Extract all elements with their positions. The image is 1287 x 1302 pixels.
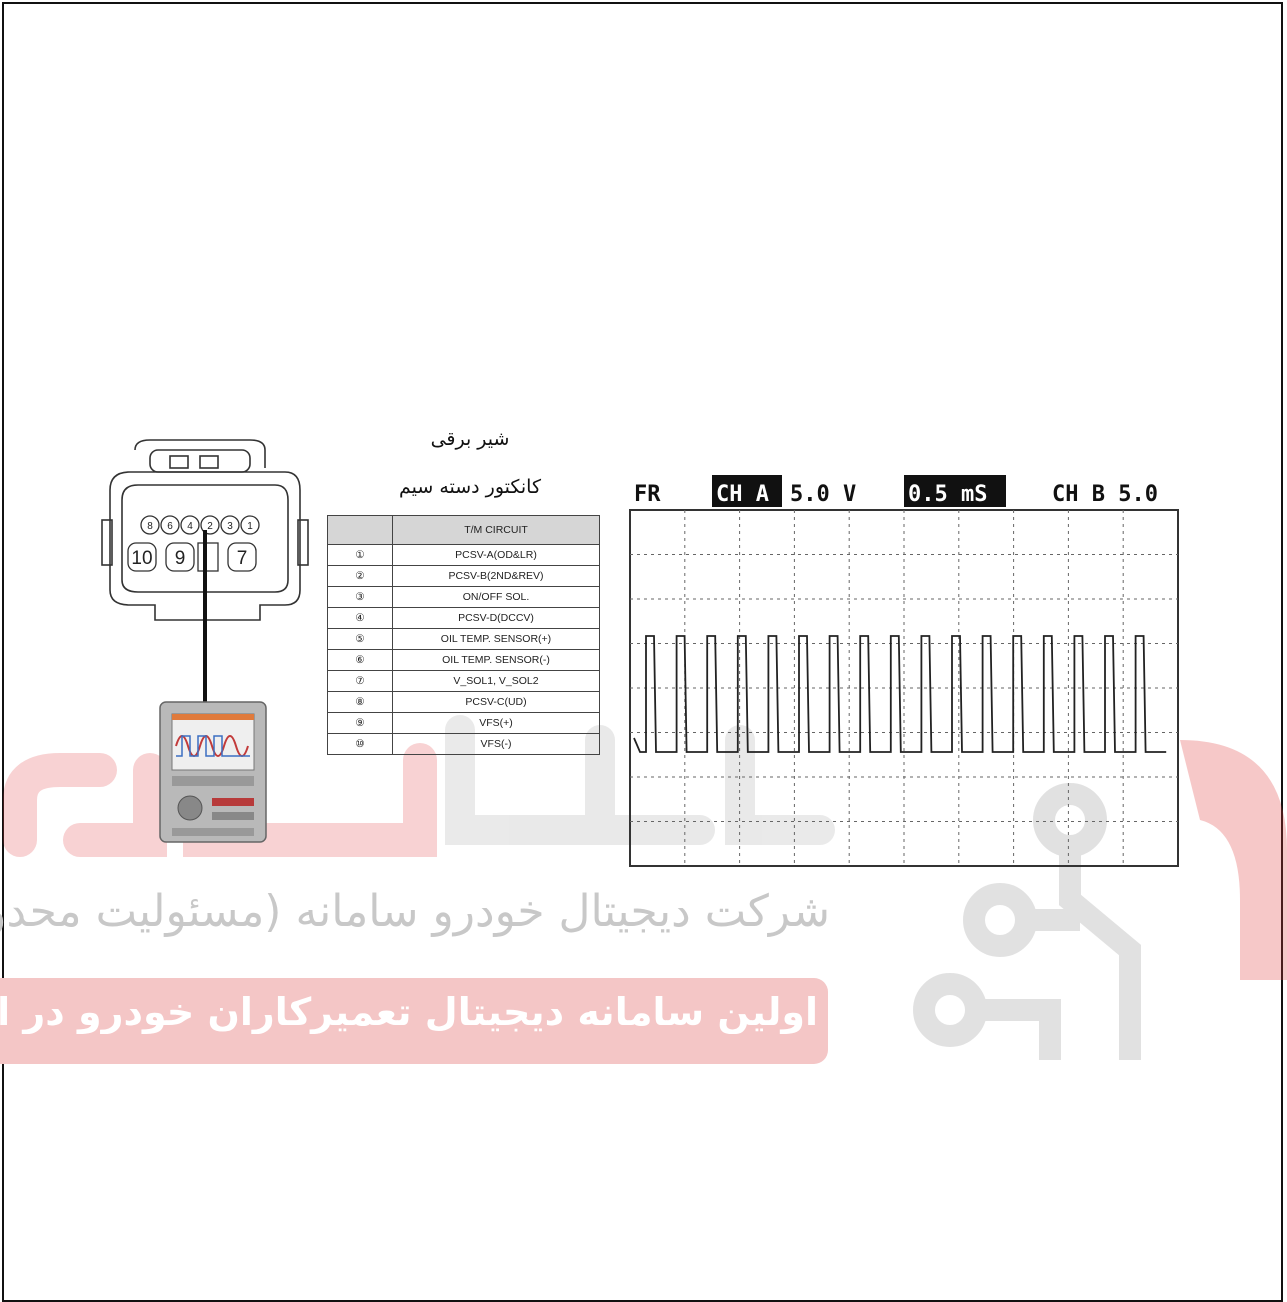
- scope-waveform: [633, 635, 1167, 753]
- pin-number: ②: [327, 565, 393, 587]
- pin-number: ③: [327, 586, 393, 608]
- pin-circuit: ON/OFF SOL.: [392, 586, 600, 608]
- pin-label: 9: [175, 548, 186, 569]
- scope-ch-b-label: CH B 5.0: [1052, 482, 1158, 507]
- pin-label: 10: [131, 548, 152, 569]
- caption-harness-connector: کانکتور دسته سیم: [398, 476, 542, 498]
- pin-circuit: OIL TEMP. SENSOR(+): [392, 628, 600, 650]
- pin-circuit: OIL TEMP. SENSOR(-): [392, 649, 600, 671]
- watermark-band: [0, 978, 828, 1064]
- pin-number: ④: [327, 607, 393, 629]
- time-highlight: [904, 475, 1006, 507]
- pin-label: 3: [227, 521, 233, 532]
- oscilloscope-device-icon: [159, 701, 267, 843]
- pin-number: ⑨: [327, 712, 393, 734]
- pin-circuit: PCSV-B(2ND&REV): [392, 565, 600, 587]
- pin-number: ⑥: [327, 649, 393, 671]
- watermark-company: شرکت دیجیتال خودرو سامانه (مسئولیت محدود…: [0, 886, 830, 937]
- pin-number: ⑤: [327, 628, 393, 650]
- pin-label: 8: [147, 521, 153, 532]
- scope-ch-a-label: CH A: [716, 482, 769, 507]
- pin-circuit: VFS(+): [392, 712, 600, 734]
- pin-label: 6: [167, 521, 173, 532]
- scope-grid: [630, 510, 1178, 866]
- table-header-blank: [327, 515, 393, 545]
- pin-number: ①: [327, 544, 393, 566]
- scope-time-label: 0.5 mS: [908, 482, 987, 507]
- pin-circuit: PCSV-D(DCCV): [392, 607, 600, 629]
- pin-circuit: V_SOL1, V_SOL2: [392, 670, 600, 692]
- watermark-slogan: اولین سامانه دیجیتال تعمیرکاران خودرو در…: [0, 990, 818, 1034]
- pin-circuit: PCSV-A(OD&LR): [392, 544, 600, 566]
- pin-label: 2: [207, 521, 213, 532]
- scope-fr-label: FR: [634, 482, 661, 507]
- pin-label: 7: [237, 548, 248, 569]
- pin-label: 1: [247, 521, 253, 532]
- oscilloscope-screen: FR CH A 5.0 V 0.5 mS CH B 5.0: [629, 475, 1179, 867]
- watermark-logo: [3, 715, 1287, 1060]
- connector-diagram: 8 6 4 2 3 1 10 9 7: [101, 439, 309, 843]
- pin-circuit: PCSV-C(UD): [392, 691, 600, 713]
- scope-volt-a-label: 5.0 V: [790, 482, 856, 507]
- table-header: T/M CIRCUIT: [392, 515, 600, 545]
- pin-label: 4: [187, 521, 193, 532]
- pin-number: ⑦: [327, 670, 393, 692]
- ch-a-highlight: [712, 475, 782, 507]
- pin-number: ⑩: [327, 733, 393, 755]
- caption-solenoid: شیر برقی: [430, 428, 510, 450]
- pin-circuit: VFS(-): [392, 733, 600, 755]
- pin-number: ⑧: [327, 691, 393, 713]
